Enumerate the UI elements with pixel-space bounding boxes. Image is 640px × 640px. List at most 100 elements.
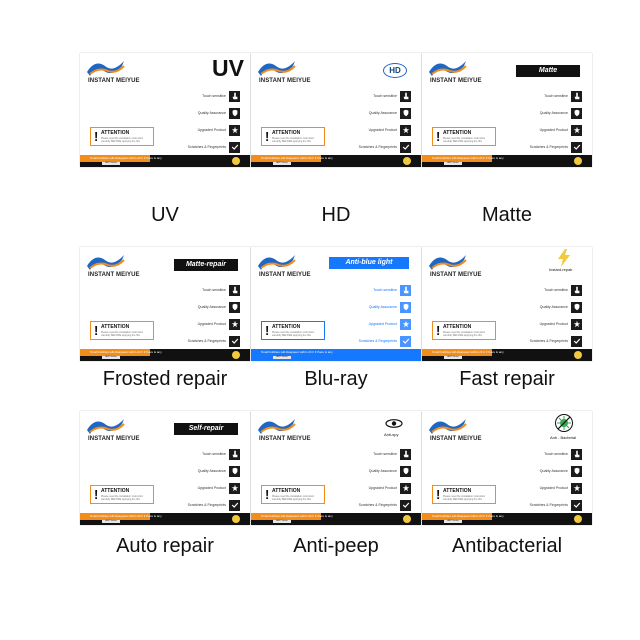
feature-label: Upgraded Product — [539, 128, 568, 132]
card-footer: Small bubbles will disappear within 24 h… — [422, 513, 592, 525]
feature-row: Upgraded Product — [540, 318, 582, 330]
attention-text: Please read the installation instruction… — [272, 331, 315, 337]
brand-name: INSTANT MEIYUE — [259, 436, 311, 442]
card-footer: Small bubbles will disappear within 24 h… — [80, 155, 250, 167]
footer-accent — [422, 155, 492, 162]
product-caption: Blu-ray — [304, 368, 368, 390]
feature-row: Quality Assurance — [198, 107, 240, 119]
seal-icon — [232, 157, 240, 165]
variant-badge: Self-repair — [174, 423, 238, 435]
footer-code: A867 Sticker — [273, 520, 291, 523]
attention-text: Please read the installation instruction… — [101, 137, 144, 143]
shield-icon — [571, 107, 582, 119]
seal-icon — [574, 157, 582, 165]
check-icon — [571, 499, 582, 511]
feature-label: Scratches & Fingerprints — [358, 145, 397, 149]
feature-label: Quality Assurance — [368, 305, 397, 309]
check-icon — [400, 141, 411, 153]
brand-logo-icon — [429, 255, 467, 270]
check-icon — [400, 499, 411, 511]
footer-text: Small bubbles will disappear within 24 h… — [90, 350, 162, 354]
feature-label: Scratches & Fingerprints — [529, 145, 568, 149]
footer-accent — [80, 349, 150, 356]
brand-logo-icon — [258, 61, 296, 76]
check-icon — [400, 335, 411, 347]
shield-icon — [571, 301, 582, 313]
check-icon — [229, 335, 240, 347]
feature-label: Quality Assurance — [368, 111, 397, 115]
feature-row: Touch sensitive — [544, 90, 582, 102]
feature-row: Quality Assurance — [369, 465, 411, 477]
feature-row: Touch sensitive — [544, 284, 582, 296]
warning-icon: ! — [436, 129, 441, 144]
brand-logo-icon — [87, 419, 125, 434]
feature-label: Scratches & Fingerprints — [187, 339, 226, 343]
feature-label: Touch sensitive — [544, 452, 568, 456]
attention-title: ATTENTION — [443, 324, 472, 330]
feature-label: Upgraded Product — [368, 128, 397, 132]
eye-icon — [385, 419, 403, 428]
card-footer: Small bubbles will disappear within 24 h… — [422, 155, 592, 167]
feature-label: Quality Assurance — [539, 305, 568, 309]
product-caption: UV — [151, 204, 179, 226]
warning-icon: ! — [94, 129, 99, 144]
seal-icon — [232, 351, 240, 359]
product-caption: Fast repair — [459, 368, 555, 390]
seal-icon — [403, 515, 411, 523]
variant-label: Anti - Bacterial — [550, 435, 577, 440]
check-icon — [229, 499, 240, 511]
footer-code: A867 Sticker — [102, 162, 120, 165]
warning-icon: ! — [436, 487, 441, 502]
touch-icon — [229, 284, 240, 296]
warning-icon: ! — [94, 323, 99, 338]
variant-label: Anti-spy — [384, 432, 399, 437]
card-footer: Small bubbles will disappear within 24 h… — [80, 349, 250, 361]
brand-name: INSTANT MEIYUE — [430, 272, 482, 278]
feature-row: Upgraded Product — [198, 124, 240, 136]
feature-row: Scratches & Fingerprints — [188, 335, 240, 347]
product-caption: Matte — [481, 204, 533, 226]
feature-label: Touch sensitive — [202, 94, 226, 98]
feature-label: Scratches & Fingerprints — [358, 503, 397, 507]
variant-badge: Matte-repair — [174, 259, 238, 271]
touch-icon — [400, 448, 411, 460]
feature-label: Touch sensitive — [202, 288, 226, 292]
footer-text: Small bubbles will disappear within 24 h… — [432, 350, 504, 354]
touch-icon — [571, 90, 582, 102]
footer-code: A867 Sticker — [102, 520, 120, 523]
feature-row: Scratches & Fingerprints — [530, 335, 582, 347]
feature-label: Touch sensitive — [544, 94, 568, 98]
feature-row: Quality Assurance — [369, 301, 411, 313]
feature-row: Touch sensitive — [202, 90, 240, 102]
product-caption: Auto repair — [116, 535, 214, 557]
brand-name: INSTANT MEIYUE — [430, 78, 482, 84]
brand-name: INSTANT MEIYUE — [259, 272, 311, 278]
footer-text: Small bubbles will disappear within 24 h… — [432, 156, 504, 160]
attention-title: ATTENTION — [272, 324, 301, 330]
feature-label: Upgraded Product — [197, 322, 226, 326]
warning-icon: ! — [265, 487, 270, 502]
attention-text: Please read the installation instruction… — [443, 495, 486, 501]
feature-label: Quality Assurance — [539, 469, 568, 473]
footer-accent — [251, 155, 321, 162]
touch-icon — [229, 90, 240, 102]
feature-label: Scratches & Fingerprints — [187, 145, 226, 149]
card-footer: Small bubbles will disappear within 24 h… — [251, 155, 421, 167]
feature-row: Upgraded Product — [540, 482, 582, 494]
feature-label: Upgraded Product — [197, 128, 226, 132]
seal-icon — [403, 157, 411, 165]
feature-row: Quality Assurance — [540, 107, 582, 119]
check-icon — [571, 141, 582, 153]
touch-icon — [229, 448, 240, 460]
